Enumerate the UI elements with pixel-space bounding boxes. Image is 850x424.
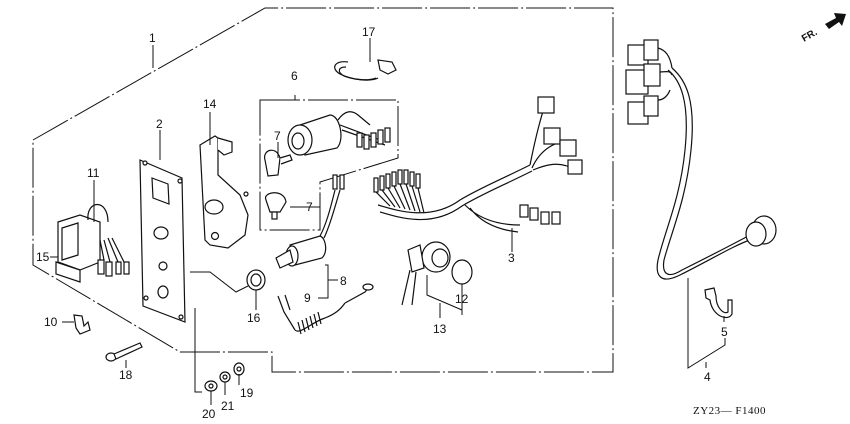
part-7-key-a bbox=[264, 149, 293, 177]
part-3-wiring-harness bbox=[373, 96, 583, 233]
callout-6: 6 bbox=[291, 69, 298, 83]
callout-16: 16 bbox=[247, 311, 261, 325]
callout-3: 3 bbox=[508, 251, 515, 265]
part-14-bracket bbox=[199, 135, 249, 249]
part-17-cable-clamp bbox=[334, 59, 397, 81]
callout-18: 18 bbox=[119, 368, 133, 382]
part-20-washer bbox=[204, 380, 218, 392]
part-12-cover bbox=[451, 259, 473, 285]
callout-9: 9 bbox=[304, 291, 311, 305]
assembly-1-outline bbox=[32, 7, 614, 373]
part-21-washer bbox=[219, 371, 231, 383]
callout-7b: 7 bbox=[306, 200, 313, 214]
callout-10: 10 bbox=[44, 315, 58, 329]
callout-21: 21 bbox=[221, 399, 235, 413]
fr-label: FR. bbox=[800, 27, 820, 45]
callout-13: 13 bbox=[433, 322, 447, 336]
callout-20: 20 bbox=[202, 407, 216, 421]
part-6-main-switch bbox=[287, 111, 391, 156]
callout-15: 15 bbox=[36, 250, 50, 264]
callout-7a: 7 bbox=[274, 129, 281, 143]
callout-17: 17 bbox=[362, 25, 376, 39]
callout-5: 5 bbox=[721, 325, 728, 339]
part-15-label-plate bbox=[55, 261, 81, 283]
part-8-stop-switch bbox=[275, 174, 345, 269]
front-direction-marker: FR. bbox=[800, 13, 846, 45]
callout-labels: 1 2 3 4 5 6 7 7 8 9 10 11 12 13 14 15 16… bbox=[36, 25, 728, 421]
part-9-lanyard bbox=[277, 283, 374, 335]
callout-12: 12 bbox=[455, 292, 469, 306]
diagram-code: ZY23— F1400 bbox=[693, 405, 766, 417]
callout-19: 19 bbox=[240, 386, 254, 400]
callout-8: 8 bbox=[340, 274, 347, 288]
part-10-clip bbox=[73, 314, 91, 335]
part-19-nut bbox=[233, 362, 245, 376]
callout-2: 2 bbox=[156, 117, 163, 131]
part-13-buzzer bbox=[401, 241, 451, 306]
part-11-meter bbox=[55, 204, 130, 283]
callout-14: 14 bbox=[203, 97, 217, 111]
part-2-panel-plate bbox=[139, 159, 186, 323]
part-7-key-b bbox=[265, 192, 287, 220]
callout-4: 4 bbox=[704, 370, 711, 384]
assembly-6-outline bbox=[259, 99, 399, 231]
part-4-extension-harness bbox=[625, 39, 777, 280]
callout-11: 11 bbox=[87, 166, 100, 180]
part-18-bolt bbox=[105, 342, 143, 362]
part-5-clamp bbox=[704, 287, 733, 319]
callout-1: 1 bbox=[149, 31, 156, 45]
leader-lines bbox=[50, 38, 726, 405]
part-16-grommet bbox=[246, 269, 266, 291]
